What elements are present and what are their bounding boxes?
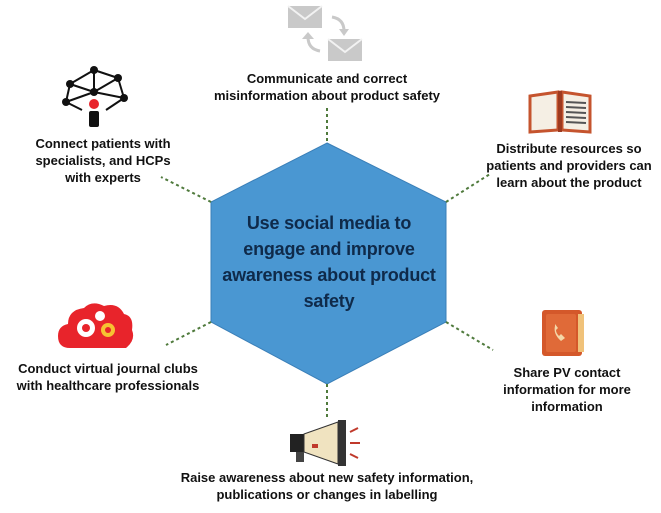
label-line: Connect patients with [35, 136, 171, 151]
label-line: learn about the product [496, 175, 642, 190]
label-line: patients and providers can [486, 158, 652, 173]
label-line: information for more [503, 382, 631, 397]
network-person-icon [62, 66, 128, 127]
label-distribute: Distribute resources so patients and pro… [478, 140, 660, 191]
label-connect: Connect patients with specialists, and H… [14, 135, 192, 186]
label-line: publications or changes in labelling [216, 487, 438, 502]
label-share: Share PV contact information for more in… [484, 364, 650, 415]
envelope-exchange-icon [287, 5, 363, 61]
center-line: awareness about product [222, 265, 436, 285]
label-communicate: Communicate and correct misinformation a… [176, 70, 478, 104]
connector-bottom-right [445, 321, 494, 351]
label-line: with healthcare professionals [16, 378, 200, 393]
label-raise: Raise awareness about new safety informa… [146, 469, 508, 503]
gears-cloud-icon [58, 303, 134, 348]
center-text: Use social media to engage and improve a… [220, 210, 438, 314]
label-line: specialists, and HCPs [35, 153, 171, 168]
megaphone-icon [290, 420, 360, 466]
center-line: safety [303, 291, 355, 311]
center-line: Use social media to [246, 213, 412, 233]
label-line: Share PV contact [513, 365, 621, 380]
connector-top-right [445, 173, 491, 203]
label-line: information [531, 399, 603, 414]
label-line: misinformation about product safety [213, 88, 441, 103]
label-conduct: Conduct virtual journal clubs with healt… [4, 360, 212, 394]
center-line: engage and improve [243, 239, 415, 259]
connector-bottom-left [165, 321, 212, 346]
open-book-icon [528, 90, 592, 134]
label-line: Raise awareness about new safety informa… [180, 470, 474, 485]
label-line: Communicate and correct [246, 71, 408, 86]
label-line: Distribute resources so [496, 141, 642, 156]
label-line: Conduct virtual journal clubs [18, 361, 198, 376]
label-line: with experts [65, 170, 141, 185]
phone-book-icon [542, 310, 584, 356]
